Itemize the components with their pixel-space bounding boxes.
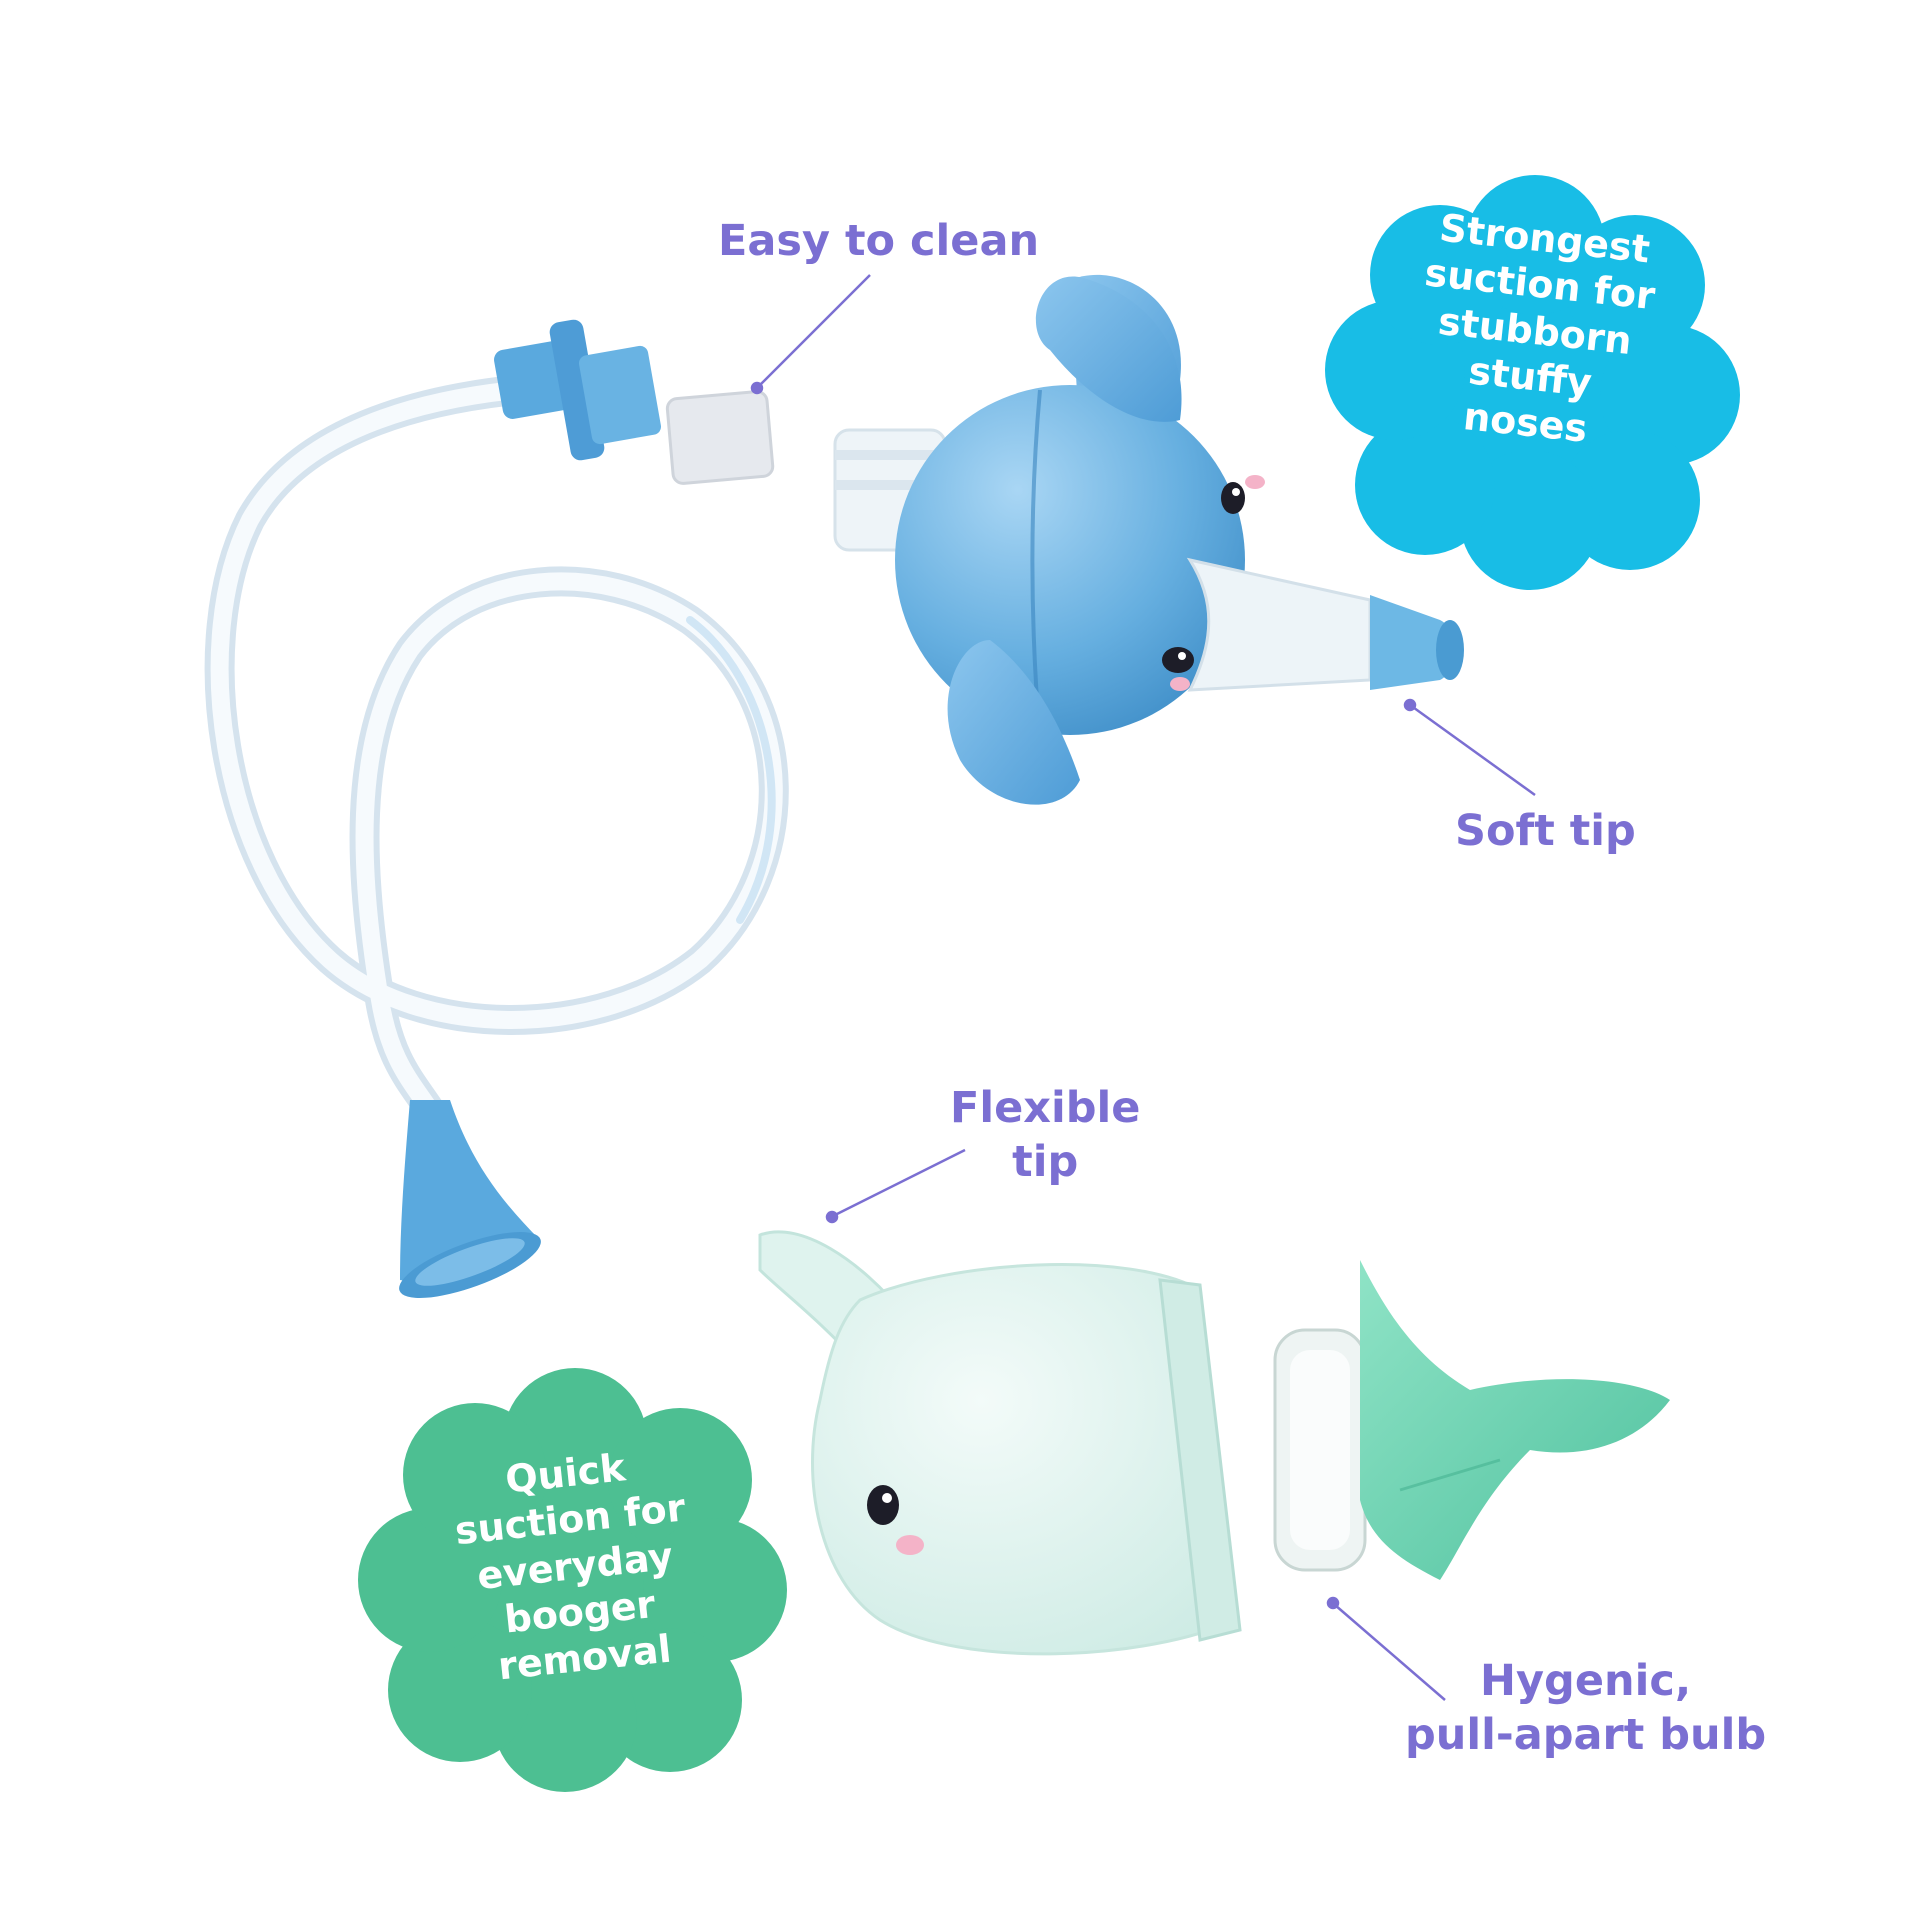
strongest-badge-shape bbox=[1325, 175, 1740, 590]
hygenic-line1: Hygenic, bbox=[1480, 1656, 1692, 1706]
filter bbox=[665, 390, 775, 485]
hygenic-line2: pull-apart bulb bbox=[1405, 1709, 1767, 1760]
elephant-aspirator bbox=[833, 274, 1464, 805]
flexible-tip-line1: Flexible bbox=[950, 1083, 1141, 1133]
quick-badge-text: Quick suction for everyday booger remova… bbox=[414, 1435, 737, 1697]
easy-to-clean-line bbox=[759, 274, 871, 386]
strongest-badge-text: Strongest suction for stubborn stuffy no… bbox=[1374, 200, 1697, 462]
easy-to-clean-label: Easy to clean bbox=[718, 216, 1040, 266]
mouthpiece bbox=[399, 1100, 541, 1298]
flexible-tip-line bbox=[834, 1148, 966, 1217]
whale-aspirator bbox=[758, 1230, 1670, 1656]
soft-tip-line bbox=[1409, 703, 1536, 797]
quick-badge-shape bbox=[358, 1368, 787, 1792]
hose bbox=[204, 375, 789, 1125]
callout-lines bbox=[750, 274, 1536, 1701]
flexible-tip-label: Flexible tip bbox=[950, 1082, 1140, 1190]
soft-tip-label: Soft tip bbox=[1455, 806, 1636, 856]
hygenic-label: Hygenic, pull-apart bulb bbox=[1405, 1655, 1766, 1763]
hygenic-line bbox=[1334, 1604, 1446, 1701]
flexible-tip-line2: tip bbox=[1012, 1136, 1079, 1187]
hose-connector bbox=[494, 319, 662, 461]
